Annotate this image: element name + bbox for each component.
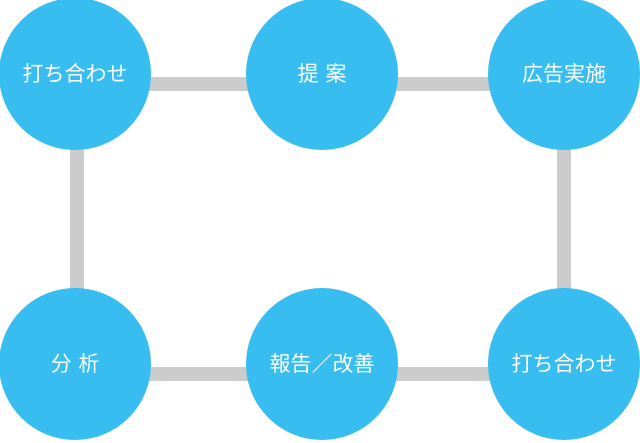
node-advertising-implementation-label: 広告実施: [522, 61, 606, 86]
node-meeting-followup-label: 打ち合わせ: [511, 351, 617, 376]
connector-bottom-right-to-bottom-center: [392, 367, 492, 381]
connector-bottom-center-to-bottom-left: [148, 367, 250, 381]
connector-top-left-to-top-center: [148, 77, 250, 91]
node-proposal-label: 提 案: [297, 61, 347, 86]
connector-top-center-to-top-right: [394, 77, 492, 91]
node-advertising-implementation: 広告実施: [488, 0, 640, 150]
node-analysis: 分 析: [0, 288, 151, 440]
connector-bottom-left-to-top-left: [70, 148, 84, 294]
node-analysis-label: 分 析: [50, 351, 100, 376]
node-proposal: 提 案: [246, 0, 398, 150]
node-report-improvement-label: 報告／改善: [269, 351, 375, 376]
node-report-improvement: 報告／改善: [246, 288, 398, 440]
node-meeting-start: 打ち合わせ: [0, 0, 151, 150]
node-meeting-followup: 打ち合わせ: [488, 288, 640, 440]
node-meeting-start-label: 打ち合わせ: [22, 61, 128, 86]
connector-top-right-to-bottom-right: [557, 148, 571, 294]
